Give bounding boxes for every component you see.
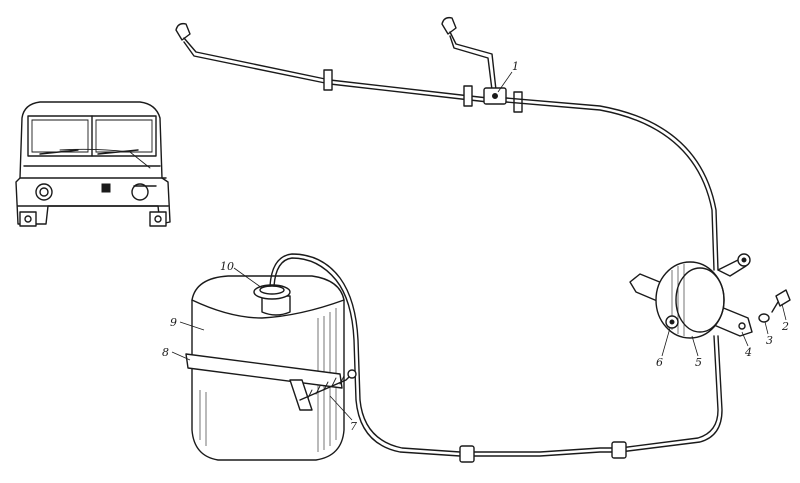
callout-10: 10 xyxy=(220,260,234,273)
left-nozzle xyxy=(175,22,191,41)
filler-cap xyxy=(253,284,291,300)
callout-8: 8 xyxy=(162,346,169,359)
tube-connector xyxy=(459,445,475,463)
tube-clip xyxy=(513,91,523,113)
callout-5: 5 xyxy=(695,356,702,369)
pump-assembly xyxy=(619,253,791,453)
mounting-bolt xyxy=(775,289,791,307)
lower-tubing xyxy=(459,441,627,463)
callout-3: 3 xyxy=(766,334,773,347)
callout-9: 9 xyxy=(170,316,177,329)
callout-2: 2 xyxy=(781,320,789,333)
nozzle-tubing xyxy=(175,16,719,271)
tank-strap xyxy=(185,353,343,389)
vehicle-front-view xyxy=(15,101,171,227)
tube-connector xyxy=(611,441,627,459)
callout-7: 7 xyxy=(350,420,357,433)
callout-4: 4 xyxy=(744,346,752,359)
tube-clip xyxy=(463,85,473,107)
tank-neck xyxy=(261,295,291,316)
reservoir-tank xyxy=(185,253,461,461)
tube-clip xyxy=(323,69,333,91)
right-nozzle xyxy=(441,16,457,35)
callout-1: 1 xyxy=(512,60,519,73)
washer xyxy=(758,313,770,323)
callout-leaders xyxy=(171,71,787,421)
callout-6: 6 xyxy=(656,356,663,369)
